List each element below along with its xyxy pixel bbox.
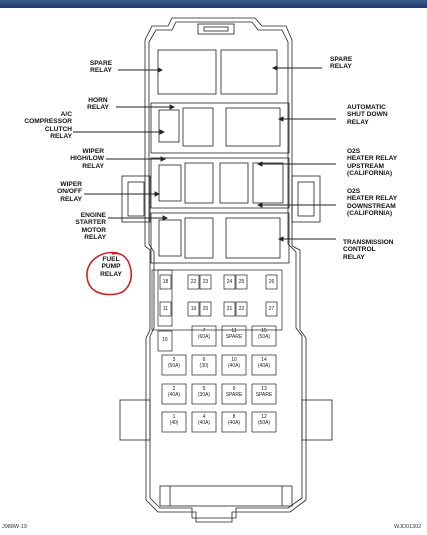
fuse-label: 11 xyxy=(162,306,169,312)
fuse-4: 4(40A) xyxy=(197,414,211,426)
relay-transmission-control xyxy=(225,217,281,259)
fuse-15: 15(50A) xyxy=(257,328,271,340)
fuse-label: 18 xyxy=(162,279,169,285)
label-engine-starter: ENGINE STARTER MOTOR RELAY xyxy=(75,212,106,242)
fuse-7: 7(60A) xyxy=(197,328,211,340)
label-spare-relay-left: SPARE RELAY xyxy=(89,60,113,75)
relay-engine-starter xyxy=(158,219,182,257)
fuse-label: 25 xyxy=(238,279,245,285)
label-o2s-downstream: O2S HEATER RELAY DOWNSTREAM (CALIFORNIA) xyxy=(347,188,398,218)
relay-wiper-high-low xyxy=(158,164,182,202)
fuse-12: 12(50A) xyxy=(257,414,271,426)
fuse-label: 19 xyxy=(190,306,197,312)
fuse-tall-left xyxy=(157,269,173,327)
fuse-8: 8(40A) xyxy=(227,414,241,426)
relay-ac-compressor xyxy=(182,107,214,147)
fuse-14: 14(40A) xyxy=(257,357,271,369)
relay-o2s-downstream xyxy=(252,162,284,204)
label-fuel-pump: FUEL PUMP RELAY xyxy=(100,256,122,278)
fuse-label: 27 xyxy=(268,306,275,312)
relay-spare-right xyxy=(220,49,278,95)
fuse-label: 22 xyxy=(238,306,245,312)
fuse-3: 3(50A) xyxy=(167,357,181,369)
fuse-label: 26 xyxy=(268,279,275,285)
fuse-label: 16 xyxy=(162,337,168,343)
label-o2s-upstream: O2S HEATER RELAY UPSTREAM (CALIFORNIA) xyxy=(347,148,398,178)
fuse-label: 23 xyxy=(202,279,209,285)
fuse-label: 21 xyxy=(226,306,233,312)
relay-horn xyxy=(158,109,180,143)
fuse-label: 24 xyxy=(226,279,233,285)
relay-auto-shutdown xyxy=(225,107,281,147)
fuse-2: 2(40A) xyxy=(167,386,181,398)
fuel-pump-highlight xyxy=(86,251,132,296)
label-horn-relay: HORN RELAY xyxy=(87,97,109,112)
relay-o2s-upstream xyxy=(219,162,249,204)
label-transmission-control: TRANSMISSION CONTROL RELAY xyxy=(343,239,394,261)
fuse-label: 20 xyxy=(202,306,209,312)
fuse-5: 5(30A) xyxy=(197,386,211,398)
label-wiper-on-off: WIPER ON/OFF RELAY xyxy=(57,181,82,203)
fuse-1: 1(40) xyxy=(169,414,179,426)
header-bar xyxy=(0,0,427,8)
fuse-6: 6(30) xyxy=(199,357,209,369)
label-spare-relay-right: SPARE RELAY xyxy=(330,56,353,71)
label-ac-compressor: A/C COMPRESSOR CLUTCH RELAY xyxy=(24,111,72,141)
fuse-label: 22 xyxy=(190,279,197,285)
housing-outline xyxy=(144,17,307,523)
label-automatic-shutdown: AUTOMATIC SHUT DOWN RELAY xyxy=(347,104,388,126)
fuse-10: 10(40A) xyxy=(227,357,241,369)
figure-code-right: WJD01302 xyxy=(394,524,422,530)
relay-spare-left xyxy=(157,49,217,95)
label-wiper-high-low: WIPER HIGH/LOW RELAY xyxy=(70,148,104,170)
figure-code-left: J988W-19 xyxy=(2,524,27,530)
